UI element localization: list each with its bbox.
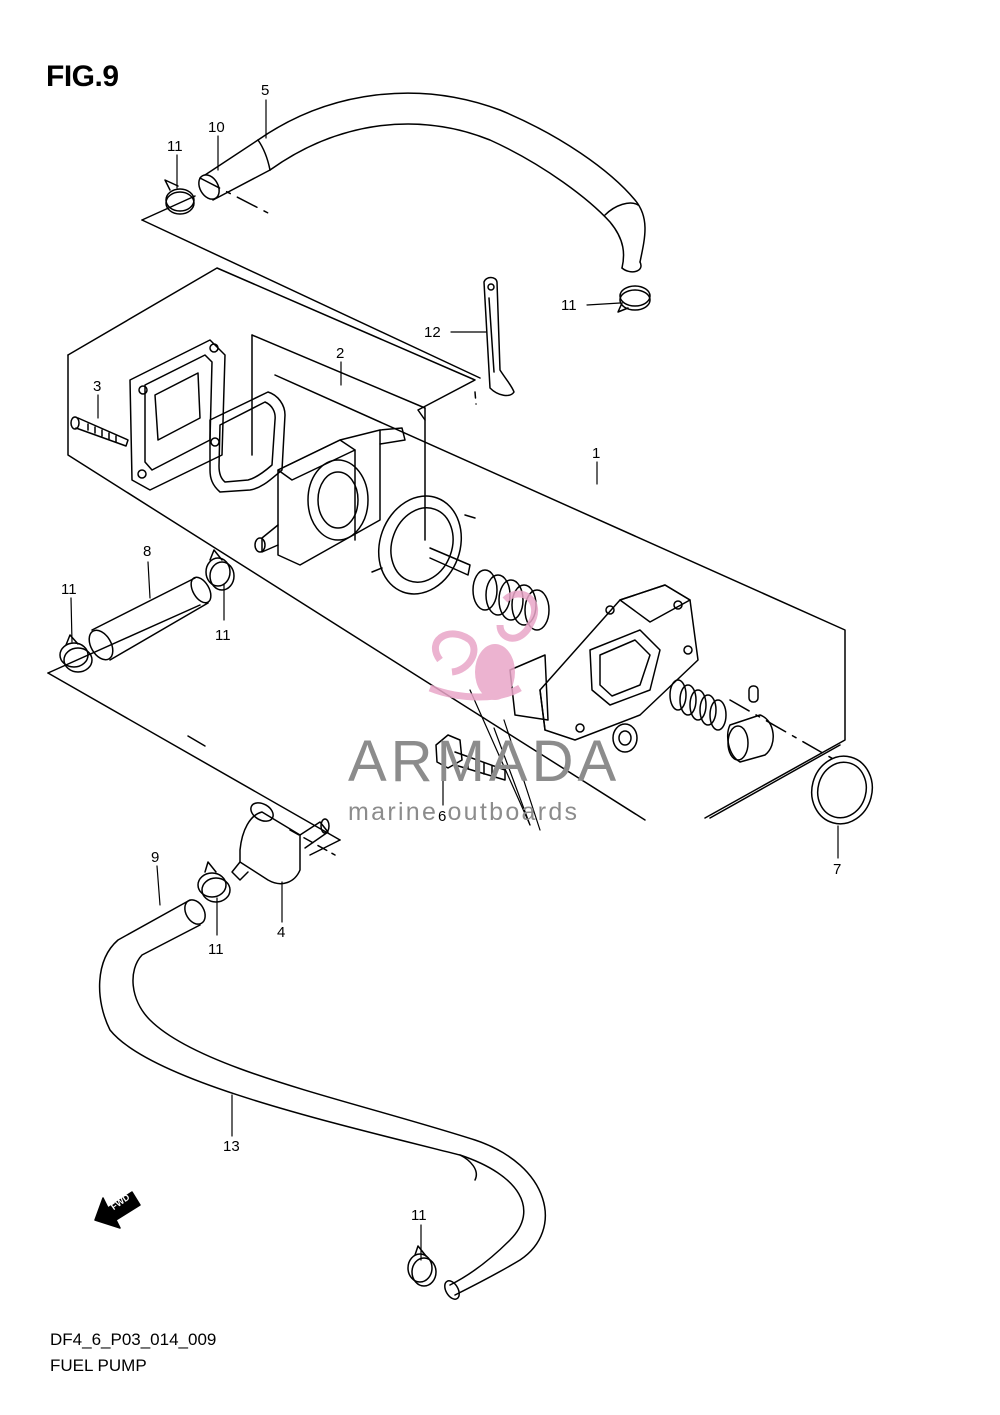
clip-11-d [59,634,93,673]
spring [472,569,550,631]
gasket [209,391,286,493]
part-number-6: 6 [438,808,447,825]
o-ring-7 [810,755,874,825]
strap-12 [483,276,515,397]
part-number-11-c: 11 [61,581,77,598]
part-number-11-a: 11 [167,138,183,155]
diagram-code: DF4_6_P03_014_009 [50,1330,217,1349]
part-number-11-d: 11 [215,627,231,644]
part-number-1: 1 [592,445,601,462]
lower-frame [47,604,341,856]
part-number-5: 5 [261,82,270,99]
part-number-4: 4 [277,924,286,941]
small-spring [669,679,727,731]
hose-5 [257,92,646,273]
screw-3 [70,416,129,447]
part-number-9: 9 [151,849,160,866]
bolt-6 [435,734,506,781]
part-number-10: 10 [208,119,225,136]
figure-label: FIG.9 [46,60,119,93]
part-number-2: 2 [336,345,345,362]
pump-outer-cover [509,584,699,741]
clip-11-c [205,549,235,591]
assembly-frame [67,267,846,821]
diaphragm [371,495,476,595]
part-number-7: 7 [833,861,842,878]
nut [612,723,638,753]
diagram-title: FUEL PUMP [50,1356,147,1375]
hose-8 [88,576,212,661]
pin [748,685,759,703]
hose-10 [198,139,271,201]
clip-11-a [164,179,195,215]
part-number-11-e: 11 [208,941,224,958]
part-number-11-f: 11 [411,1207,427,1224]
armada-logo-icon [428,590,539,701]
plunger [727,714,774,763]
pump-body [254,427,406,566]
clip-11-e [197,861,231,903]
fwd-arrow-icon [94,1191,141,1229]
clip-11-f [407,1245,437,1287]
watermark-tagline: marine outboards [348,798,580,826]
sub-frame-2 [251,334,426,541]
part-number-11-b: 11 [561,297,577,314]
fuel-filter-4 [231,802,330,885]
part-number-8: 8 [143,543,152,560]
hose-group-frame [141,195,481,405]
leader-lines [70,99,839,1261]
part-number-12: 12 [424,324,441,341]
part-number-13: 13 [223,1138,240,1155]
part-number-3: 3 [93,378,102,395]
watermark-brand: ARMADA [348,729,621,794]
clip-11-b [617,285,651,313]
hose-13 [98,899,546,1300]
